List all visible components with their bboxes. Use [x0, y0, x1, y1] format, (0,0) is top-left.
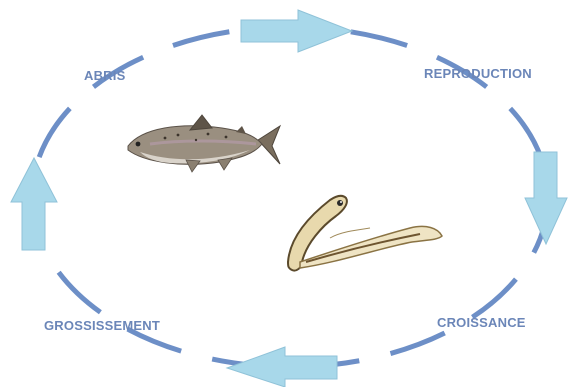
label-croissance: CROISSANCE — [437, 315, 526, 330]
arrow-down-right — [525, 152, 567, 244]
arrow-left-bottom — [227, 347, 337, 387]
larva-icon — [288, 196, 442, 271]
arrow-up-left — [11, 158, 57, 250]
arrow-right-top — [241, 10, 352, 52]
fish-icon — [128, 115, 280, 172]
label-grossissement: GROSSISSEMENT — [44, 318, 160, 333]
label-abris: ABRIS — [84, 68, 125, 83]
label-reproduction: REPRODUCTION — [424, 66, 532, 81]
